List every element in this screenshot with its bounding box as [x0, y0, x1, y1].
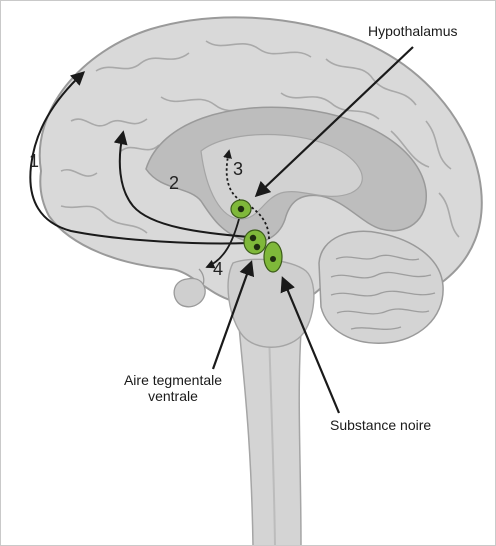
brainstem: [228, 259, 314, 347]
label-substantia-nigra: Substance noire: [330, 417, 431, 433]
pathway-number-2: 2: [169, 173, 179, 194]
label-vta-line1: Aire tegmentale: [83, 372, 263, 388]
label-vta: Aire tegmentale ventrale: [83, 372, 263, 404]
substantia-nigra-nucleus: [264, 242, 282, 272]
pathway-number-1: 1: [29, 151, 39, 172]
hypothalamus-nucleus: [231, 200, 251, 218]
pituitary: [174, 278, 205, 306]
pathway-number-4: 4: [213, 259, 223, 280]
label-vta-line2: ventrale: [83, 388, 263, 404]
pathway-number-3: 3: [233, 159, 243, 180]
label-hypothalamus: Hypothalamus: [368, 23, 458, 39]
vta-nucleus: [244, 230, 266, 254]
